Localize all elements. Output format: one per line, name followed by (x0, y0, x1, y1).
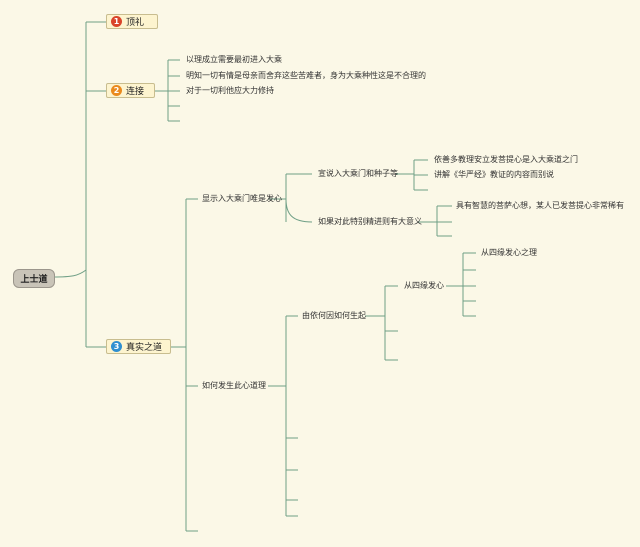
topic-lianjie[interactable]: 2 连接 (106, 83, 155, 98)
topic-zhenshi[interactable]: 3 真实之道 (106, 339, 171, 354)
leaf-node[interactable]: 讲解《华严经》教证的内容而别说 (434, 170, 554, 179)
branch-node[interactable]: 从四缘发心 (404, 281, 444, 290)
number-badge-icon: 2 (111, 85, 122, 96)
topic-dingli[interactable]: 1 顶礼 (106, 14, 158, 29)
topic-label: 真实之道 (126, 343, 163, 353)
lianjie-item[interactable]: 明知一切有情是母亲而舍弃这些苦难者，身为大乘种性这是不合理的 (186, 71, 426, 80)
topic-label: 顶礼 (126, 18, 145, 28)
root-node[interactable]: 上士道 (13, 269, 55, 288)
lianjie-item[interactable]: 对于一切利他应大力修持 (186, 86, 274, 95)
branch-node[interactable]: 由依何因如何生起 (302, 311, 366, 320)
connector (52, 269, 87, 278)
branch-node[interactable]: 如何发生此心道理 (202, 381, 266, 390)
branch-node[interactable]: 如果对此特别精进则有大意义 (318, 217, 422, 226)
root-label: 上士道 (20, 275, 48, 285)
number-badge-icon: 1 (111, 16, 122, 27)
leaf-node[interactable]: 具有智慧的菩萨心想，某人已发菩提心非常稀有 (456, 201, 624, 210)
branch-node[interactable]: 显示入大乘门唯是发心 (202, 194, 282, 203)
topic-label: 连接 (126, 87, 145, 97)
number-badge-icon: 3 (111, 341, 122, 352)
lianjie-item[interactable]: 以理成立需要最初进入大乘 (186, 55, 282, 64)
leaf-node[interactable]: 依善多教理安立发菩提心是入大乘道之门 (434, 155, 578, 164)
leaf-node[interactable]: 从四缘发心之理 (481, 248, 537, 257)
branch-node[interactable]: 宣说入大乘门和种子等 (318, 169, 398, 178)
